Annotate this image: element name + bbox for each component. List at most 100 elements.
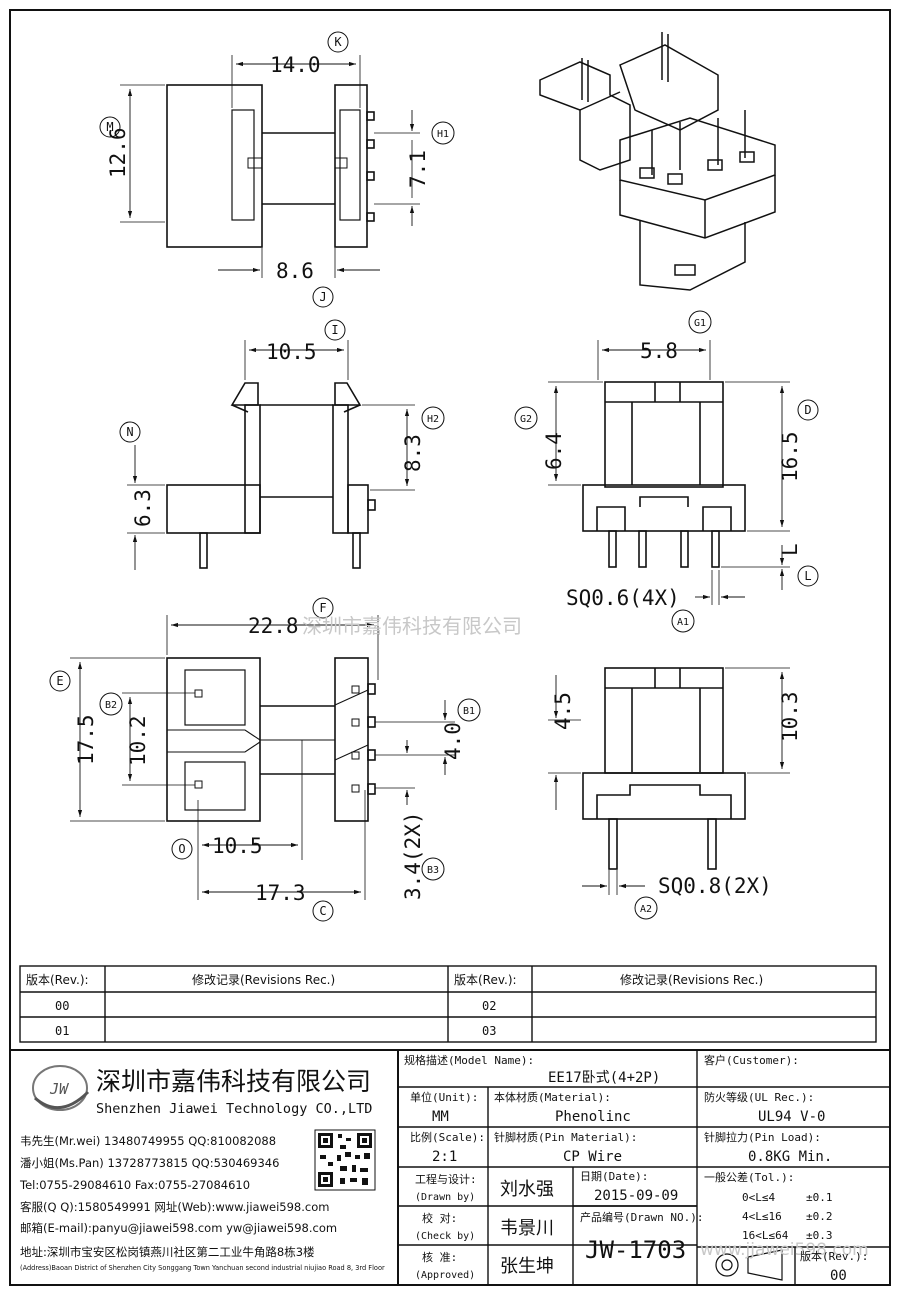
- contact-wei: 韦先生(Mr.wei) 13480749955 QQ:810082088: [20, 1134, 276, 1148]
- check-label: 校 对:: [422, 1211, 457, 1225]
- material-value: Phenolinc: [555, 1109, 631, 1125]
- drawno-value: JW-1703: [585, 1236, 686, 1264]
- end-view: [548, 667, 790, 895]
- dim-10-5-top: 10.5: [266, 340, 317, 364]
- projection-symbol: [715, 1249, 783, 1281]
- label-D: D: [804, 403, 811, 417]
- isometric-view: [539, 32, 776, 291]
- label-A2: A2: [640, 904, 652, 915]
- label-G1: G1: [694, 318, 706, 329]
- check-value: 韦景川: [500, 1218, 554, 1239]
- rev-02: 02: [482, 999, 496, 1013]
- rec-header-left: 修改记录(Revisions Rec.): [192, 972, 335, 987]
- label-N: N: [126, 425, 133, 439]
- dim-L: L: [778, 543, 802, 556]
- rev-value: 00: [830, 1268, 847, 1284]
- approved-value: 张生坤: [500, 1256, 554, 1277]
- dim-8-6: 8.6: [276, 259, 314, 283]
- tol1-range: 0<L≤4: [742, 1191, 775, 1204]
- drawn-value: 刘水强: [500, 1179, 554, 1200]
- contact-pan: 潘小姐(Ms.Pan) 13728773815 QQ:530469346: [20, 1156, 279, 1170]
- dim-7-1: 7.1: [406, 150, 430, 188]
- label-O: O: [178, 842, 185, 856]
- label-F: F: [319, 601, 326, 615]
- company-name-en: Shenzhen Jiawei Technology CO.,LTD: [96, 1101, 372, 1117]
- side-view: [127, 340, 415, 570]
- title-block-lines: [10, 1049, 890, 1285]
- label-L: L: [804, 569, 811, 583]
- label-K: K: [334, 35, 342, 49]
- bottom-view: [70, 615, 455, 900]
- dim-5-8: 5.8: [640, 339, 678, 363]
- dim-10-3: 10.3: [778, 691, 802, 742]
- rec-header-right: 修改记录(Revisions Rec.): [620, 972, 763, 987]
- label-H1: H1: [437, 129, 449, 140]
- label-I: I: [331, 323, 338, 337]
- dim-10-5-bot: 10.5: [212, 834, 263, 858]
- dim-4-0: 4.0: [441, 722, 465, 760]
- label-J: J: [319, 290, 326, 304]
- check-en: (Check by): [415, 1231, 475, 1242]
- customer-label: 客户(Customer):: [704, 1053, 799, 1067]
- label-B1: B1: [463, 706, 475, 717]
- rev-01: 01: [55, 1024, 69, 1038]
- dim-22-8: 22.8: [248, 614, 299, 638]
- drawn-label: 工程与设计:: [415, 1173, 477, 1186]
- label-C: C: [319, 904, 326, 918]
- dim-sq08: SQ0.8(2X): [658, 874, 772, 898]
- label-E: E: [56, 674, 63, 688]
- watermark-text: 深圳市嘉伟科技有限公司: [302, 614, 522, 638]
- unit-label: 单位(Unit):: [410, 1090, 478, 1104]
- company-logo: JW: [32, 1065, 90, 1111]
- contact-tel: Tel:0755-29084610 Fax:0755-27084610: [19, 1178, 250, 1192]
- contact-email: 邮箱(E-mail):panyu@jiawei598.com yw@jiawei…: [20, 1221, 337, 1235]
- dim-10-2: 10.2: [126, 715, 150, 766]
- address-en: (Address)Baoan District of Shenzhen City…: [20, 1264, 385, 1272]
- dim-sq06: SQ0.6(4X): [566, 586, 680, 610]
- company-block: JW 深圳市嘉伟科技有限公司 Shenzhen Jiawei Technolog…: [19, 1065, 385, 1272]
- dim-17-5: 17.5: [74, 714, 98, 765]
- label-balloons: [49, 31, 819, 922]
- revision-table-lines: [19, 965, 877, 1043]
- ul-value: UL94 V-0: [758, 1109, 825, 1125]
- rev-header-right: 版本(Rev.):: [454, 973, 517, 987]
- label-A1: A1: [677, 617, 689, 628]
- front-view: [548, 340, 790, 605]
- scale-value: 2:1: [432, 1149, 457, 1165]
- pin-label: 针脚材质(Pin Material):: [494, 1130, 637, 1144]
- watermark-url: www.jjawei598.com: [700, 1240, 869, 1260]
- model-label: 规格描述(Model Name):: [404, 1053, 534, 1067]
- load-label: 针脚拉力(Pin Load):: [704, 1130, 821, 1144]
- approved-en: (Approved): [415, 1270, 475, 1281]
- rev-00: 00: [55, 999, 69, 1013]
- approved-label: 核 准:: [422, 1250, 457, 1264]
- scale-label: 比例(Scale):: [410, 1130, 485, 1144]
- outer-frame: [9, 9, 891, 1286]
- dim-3-4: 3.4(2X): [401, 811, 425, 900]
- drawn-en: (Drawn by): [415, 1192, 475, 1203]
- drawno-label: 产品编号(Drawn NO.):: [580, 1210, 703, 1224]
- rev-03: 03: [482, 1024, 496, 1038]
- company-name-cn: 深圳市嘉伟科技有限公司: [96, 1067, 371, 1096]
- label-G2: G2: [520, 414, 532, 425]
- model-value: EE17卧式(4+2P): [548, 1070, 660, 1086]
- tol1-value: ±0.1: [806, 1191, 833, 1204]
- address-cn: 地址:深圳市宝安区松岗镇燕川社区第二工业牛角路8栋3楼: [20, 1245, 315, 1259]
- date-label: 日期(Date):: [580, 1170, 648, 1183]
- tol3-range: 16<L≤64: [742, 1229, 789, 1242]
- rev-header-left: 版本(Rev.):: [26, 973, 89, 987]
- dim-4-5: 4.5: [551, 692, 575, 730]
- label-B3: B3: [427, 865, 439, 876]
- top-view: [120, 55, 420, 278]
- load-value: 0.8KG Min.: [748, 1149, 832, 1165]
- balloon-letters: K M H1 J I N H2 G1 G2 D L A1 F E B2 B1 O…: [56, 35, 811, 918]
- pin-value: CP Wire: [563, 1149, 622, 1165]
- dim-16-5: 16.5: [778, 431, 802, 482]
- contact-qq: 客服(Q Q):1580549991 网址(Web):www.jiawei598…: [20, 1200, 329, 1214]
- qr-code: [314, 1129, 376, 1191]
- label-B2: B2: [105, 700, 117, 711]
- tol3-value: ±0.3: [806, 1229, 833, 1242]
- logo-text: JW: [49, 1080, 70, 1098]
